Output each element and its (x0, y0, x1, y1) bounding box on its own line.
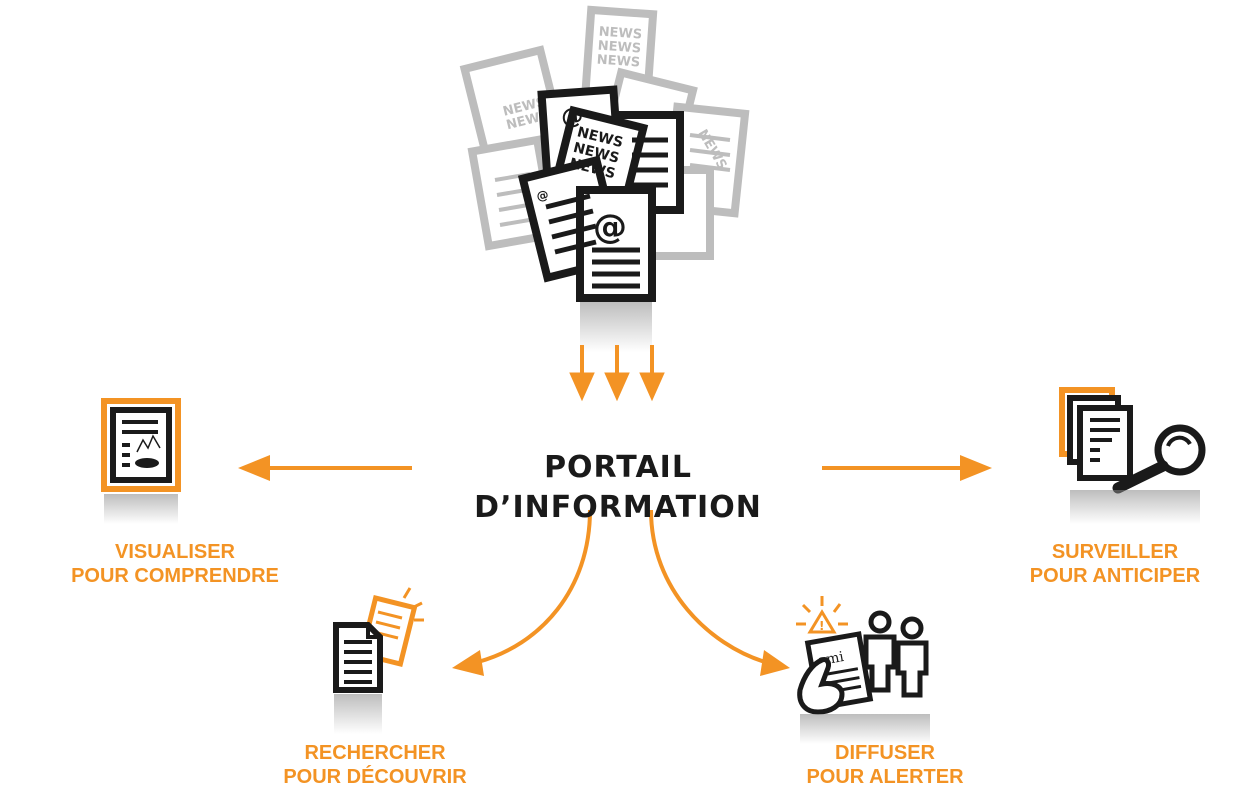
svg-text:NEWS: NEWS (596, 52, 640, 70)
arrow-to-diffuser (649, 509, 790, 676)
svg-text:@: @ (535, 187, 550, 203)
documents-discover-icon (333, 587, 424, 734)
label-rechercher: RECHERCHER POUR DÉCOUVRIR (283, 742, 467, 788)
documents-magnifier-icon (1059, 387, 1206, 524)
svg-text:!: ! (819, 619, 824, 633)
down-arrows-icon (569, 345, 665, 402)
arrow-to-rechercher (452, 509, 592, 676)
label-surveiller: SURVEILLER POUR ANTICIPER (1029, 541, 1201, 587)
at-symbol: @ (560, 104, 584, 130)
svg-text:NEWS: NEWS (597, 39, 641, 57)
label-diffuser: DIFFUSER POUR ALERTER (806, 742, 964, 788)
at-symbol-large: @ (593, 207, 627, 247)
arrow-to-surveiller (822, 455, 992, 481)
label-visualiser: VISUALISER POUR COMPRENDRE (71, 541, 279, 587)
sources-documents-icon: NEWS NEWS NEWS NEWS NEWS NEWS @ NEWS (459, 5, 750, 352)
portal-title: PORTAIL D’INFORMATION (474, 450, 762, 525)
report-chart-icon (101, 398, 181, 524)
arrow-to-visualiser (238, 455, 412, 481)
alert-people-icon: ! ami (796, 596, 930, 744)
faded-news-text: NEWS (598, 25, 642, 43)
